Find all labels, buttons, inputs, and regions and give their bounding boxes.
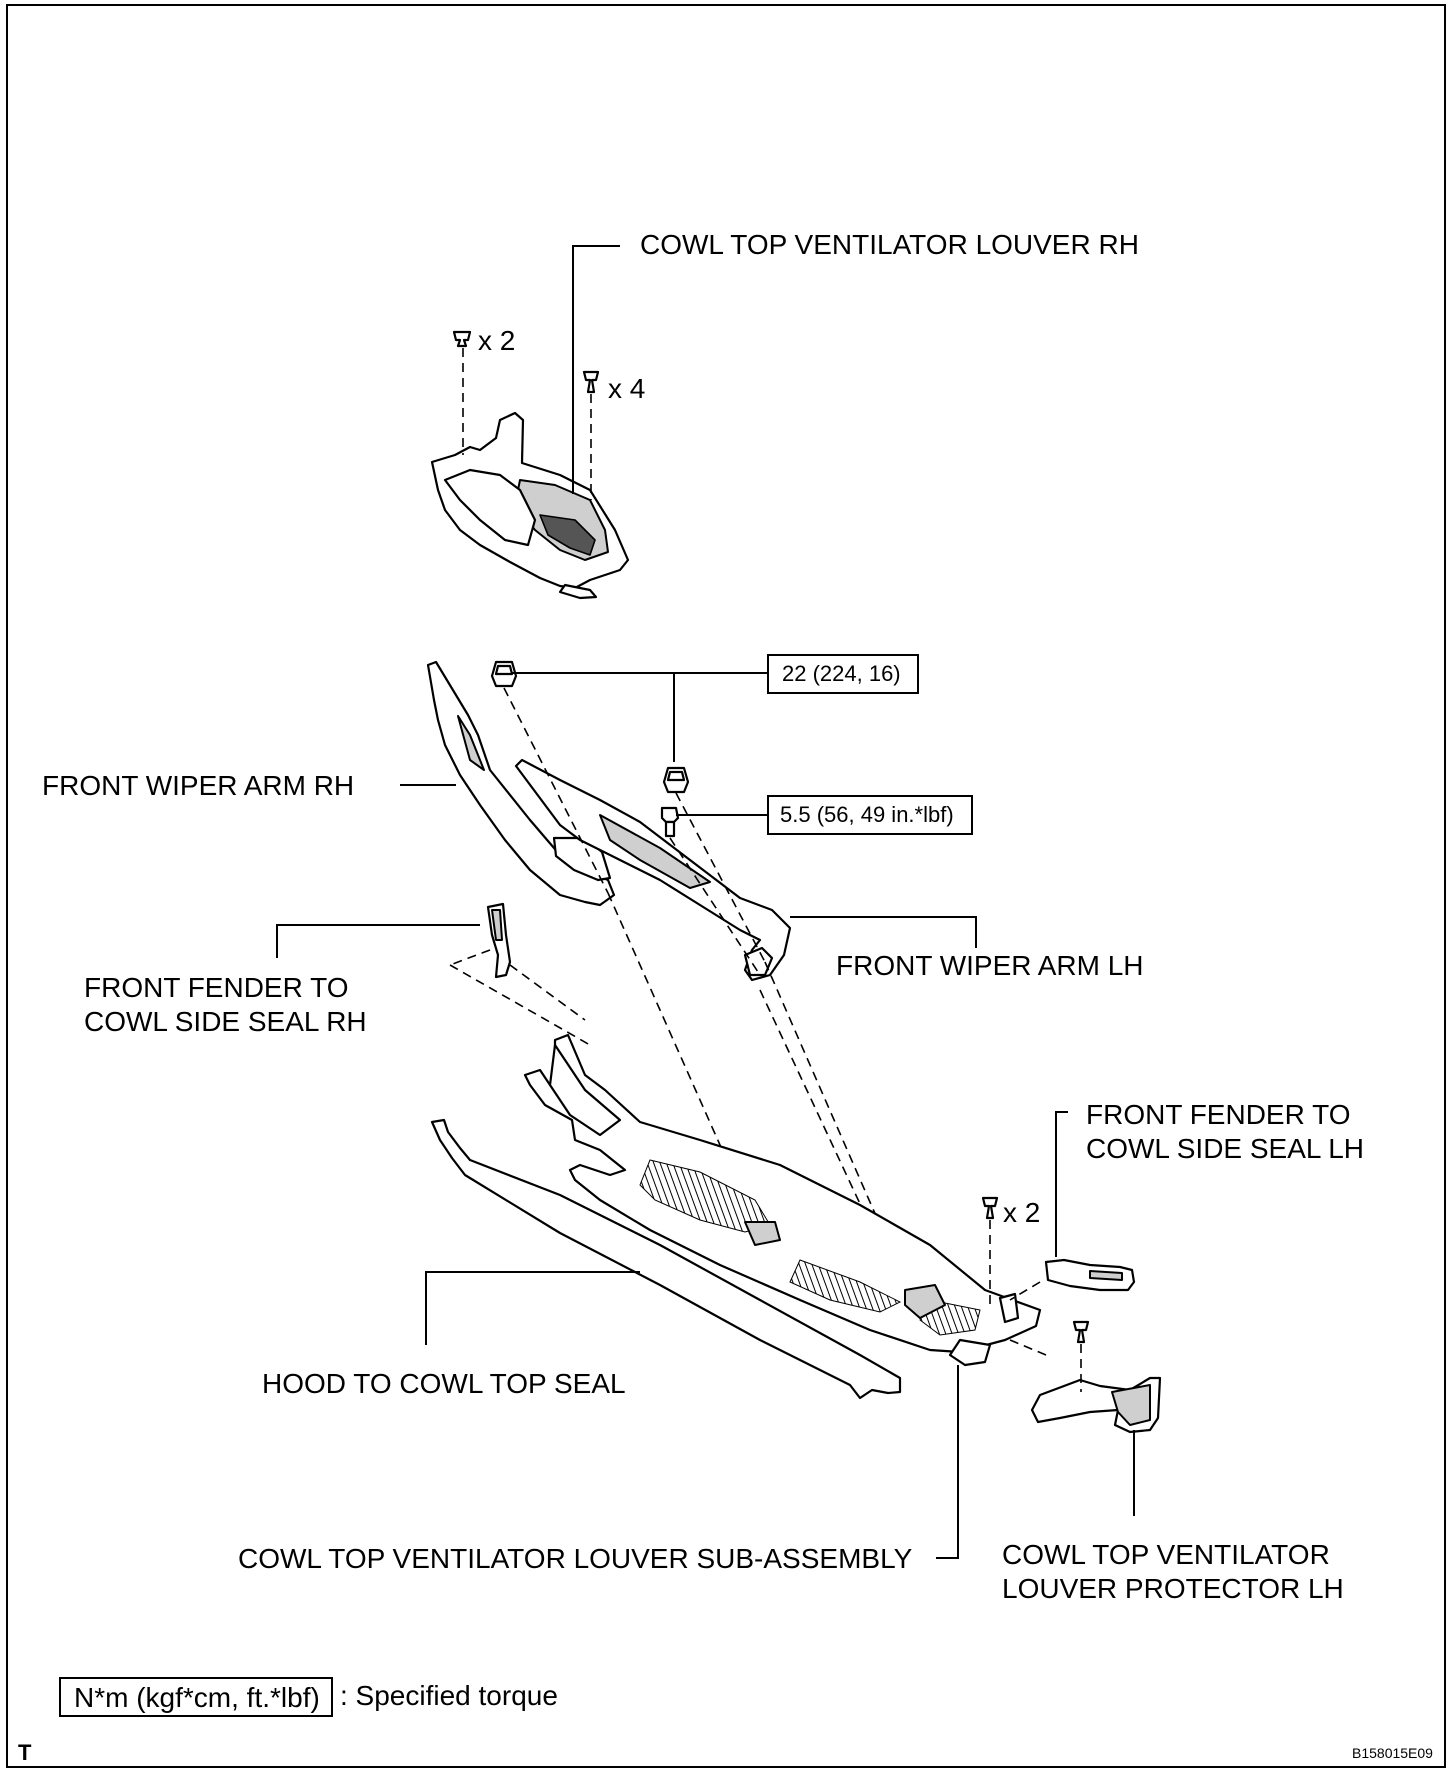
- diagram-frame: [6, 4, 1446, 1768]
- label-louver-sub-assembly: COWL TOP VENTILATOR LOUVER SUB-ASSEMBLY: [238, 1543, 913, 1574]
- protector-lh-part: [1030, 1376, 1162, 1434]
- clip-quantity-x2-top: x 2: [478, 325, 515, 356]
- clip-icon: [981, 1196, 999, 1220]
- corner-marker: T: [18, 1740, 32, 1765]
- legend-unit-box: [59, 1677, 333, 1717]
- front-wiper-arm-lh-part: [514, 758, 792, 982]
- legend-unit: N*m (kgf*cm, ft.*lbf): [74, 1682, 320, 1713]
- label-fender-seal-lh-line2: COWL SIDE SEAL LH: [1086, 1133, 1364, 1164]
- bolt-icon: [660, 806, 680, 838]
- clip-icon: [582, 370, 600, 394]
- legend-description: : Specified torque: [340, 1680, 558, 1711]
- torque-box-nut: [767, 654, 919, 694]
- clip-icon: [452, 330, 472, 348]
- cowl-top-louver-rh-part: [430, 411, 630, 600]
- label-fender-seal-lh-line1: FRONT FENDER TO: [1086, 1099, 1350, 1130]
- fender-seal-rh-part: [486, 902, 512, 979]
- torque-box-bolt: [767, 795, 973, 835]
- label-hood-seal: HOOD TO COWL TOP SEAL: [262, 1368, 626, 1399]
- louver-sub-assembly-part: [523, 1033, 1042, 1367]
- label-cowl-top-louver-rh: COWL TOP VENTILATOR LOUVER RH: [640, 229, 1139, 260]
- label-fender-seal-rh-line2: COWL SIDE SEAL RH: [84, 1006, 367, 1037]
- torque-nut-value: 22 (224, 16): [782, 661, 901, 686]
- clip-quantity-x2-lower: x 2: [1003, 1197, 1040, 1228]
- label-protector-lh-line2: LOUVER PROTECTOR LH: [1002, 1573, 1344, 1604]
- fender-seal-lh-part: [1044, 1258, 1136, 1292]
- clip-icon: [1072, 1320, 1090, 1344]
- label-wiper-arm-rh: FRONT WIPER ARM RH: [42, 770, 354, 801]
- nut-icon: [662, 766, 690, 794]
- label-wiper-arm-lh: FRONT WIPER ARM LH: [836, 950, 1144, 981]
- hood-seal-part: [430, 1118, 902, 1400]
- torque-bolt-value: 5.5 (56, 49 in.*lbf): [780, 802, 954, 827]
- figure-code: B158015E09: [1352, 1745, 1433, 1761]
- label-protector-lh-line1: COWL TOP VENTILATOR: [1002, 1539, 1330, 1570]
- clip-quantity-x4: x 4: [608, 373, 645, 404]
- front-wiper-arm-rh-part: [426, 660, 616, 907]
- label-fender-seal-rh-line1: FRONT FENDER TO: [84, 972, 348, 1003]
